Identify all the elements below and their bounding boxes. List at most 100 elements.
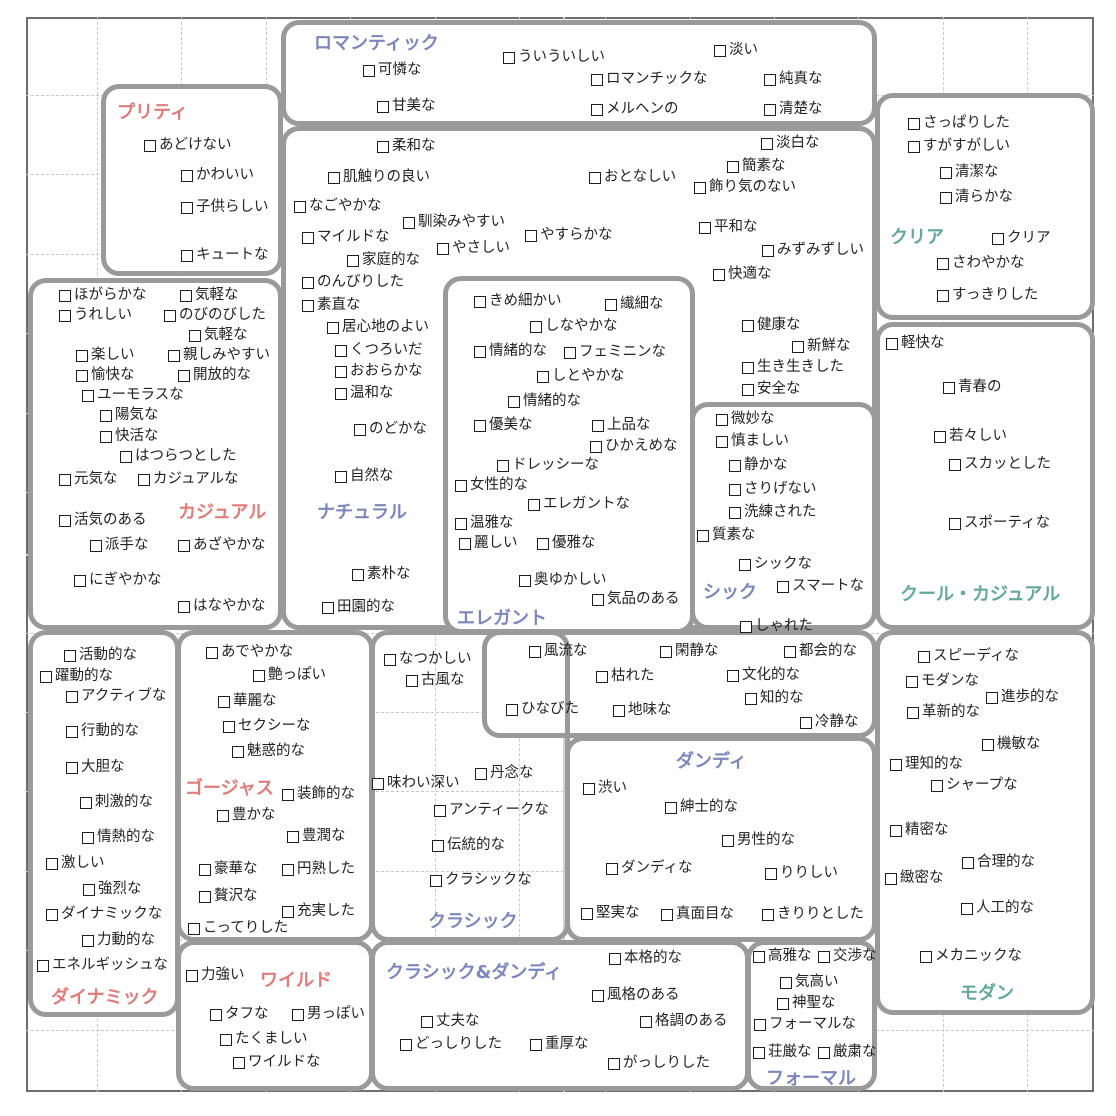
checkbox-icon[interactable] — [186, 969, 198, 982]
word-item[interactable]: 情緒的な — [474, 343, 547, 360]
checkbox-icon[interactable] — [525, 229, 537, 242]
word-item[interactable]: 楽しい — [76, 347, 135, 364]
checkbox-icon[interactable] — [753, 950, 765, 963]
checkbox-icon[interactable] — [83, 883, 95, 896]
checkbox-icon[interactable] — [564, 346, 576, 359]
checkbox-icon[interactable] — [223, 720, 235, 733]
checkbox-icon[interactable] — [76, 349, 88, 362]
checkbox-icon[interactable] — [178, 539, 190, 552]
checkbox-icon[interactable] — [328, 171, 340, 184]
checkbox-icon[interactable] — [384, 653, 396, 666]
word-item[interactable]: 優雅な — [537, 535, 596, 552]
checkbox-icon[interactable] — [986, 691, 998, 704]
word-item[interactable]: 精密な — [890, 822, 949, 839]
checkbox-icon[interactable] — [181, 169, 193, 182]
checkbox-icon[interactable] — [497, 459, 509, 472]
checkbox-icon[interactable] — [818, 950, 830, 963]
checkbox-icon[interactable] — [347, 254, 359, 267]
word-item[interactable]: 純真な — [764, 71, 823, 88]
checkbox-icon[interactable] — [818, 1046, 830, 1059]
word-item[interactable]: フェミニンな — [564, 344, 666, 361]
word-item[interactable]: 躍動的な — [40, 668, 113, 685]
word-item[interactable]: 人工的な — [961, 900, 1034, 917]
checkbox-icon[interactable] — [890, 758, 902, 771]
checkbox-icon[interactable] — [764, 103, 776, 116]
word-item[interactable]: やすらかな — [525, 227, 613, 244]
checkbox-icon[interactable] — [753, 1046, 765, 1059]
word-item[interactable]: 激しい — [46, 855, 105, 872]
checkbox-icon[interactable] — [605, 298, 617, 311]
word-item[interactable]: 冷静な — [800, 714, 859, 731]
checkbox-icon[interactable] — [40, 670, 52, 683]
checkbox-icon[interactable] — [233, 1056, 245, 1069]
word-item[interactable]: 甘美な — [377, 98, 436, 115]
word-item[interactable]: 厳粛な — [818, 1044, 877, 1061]
word-item[interactable]: 温和な — [335, 385, 394, 402]
word-item[interactable]: 家庭的な — [347, 252, 420, 269]
word-item[interactable]: のんびりした — [302, 274, 404, 291]
checkbox-icon[interactable] — [506, 703, 518, 716]
checkbox-icon[interactable] — [459, 537, 471, 550]
word-item[interactable]: ドレッシーな — [497, 457, 599, 474]
checkbox-icon[interactable] — [745, 692, 757, 705]
checkbox-icon[interactable] — [100, 409, 112, 422]
checkbox-icon[interactable] — [660, 645, 672, 658]
word-item[interactable]: 豊潤な — [287, 828, 346, 845]
word-item[interactable]: カジュアルな — [138, 471, 239, 488]
word-item[interactable]: 奥ゆかしい — [519, 572, 607, 589]
checkbox-icon[interactable] — [66, 761, 78, 774]
word-item[interactable]: 清らかな — [940, 189, 1013, 206]
word-item[interactable]: 女性的な — [455, 477, 528, 494]
word-item[interactable]: アクティブな — [66, 688, 166, 705]
checkbox-icon[interactable] — [474, 419, 486, 432]
word-item[interactable]: くつろいだ — [335, 342, 423, 359]
checkbox-icon[interactable] — [180, 289, 192, 302]
checkbox-icon[interactable] — [508, 395, 520, 408]
word-item[interactable]: 素直な — [302, 297, 361, 314]
checkbox-icon[interactable] — [168, 349, 180, 362]
checkbox-icon[interactable] — [37, 959, 49, 972]
checkbox-icon[interactable] — [949, 517, 961, 530]
word-item[interactable]: すがすがしい — [908, 138, 1010, 155]
word-item[interactable]: 簡素な — [727, 158, 786, 175]
word-item[interactable]: 気高い — [780, 974, 839, 991]
word-item[interactable]: さわやかな — [937, 255, 1025, 272]
word-item[interactable]: 快活な — [100, 428, 159, 445]
checkbox-icon[interactable] — [940, 191, 952, 204]
checkbox-icon[interactable] — [530, 320, 542, 333]
checkbox-icon[interactable] — [537, 537, 549, 550]
word-item[interactable]: セクシーな — [223, 718, 311, 735]
word-item[interactable]: 気軽な — [180, 287, 239, 304]
word-item[interactable]: タフな — [210, 1006, 269, 1023]
checkbox-icon[interactable] — [206, 646, 218, 659]
checkbox-icon[interactable] — [727, 160, 739, 173]
checkbox-icon[interactable] — [421, 1015, 433, 1028]
checkbox-icon[interactable] — [403, 216, 415, 229]
word-item[interactable]: 馴染みやすい — [403, 214, 505, 231]
word-item[interactable]: あでやかな — [206, 644, 293, 661]
checkbox-icon[interactable] — [613, 704, 625, 717]
word-item[interactable]: 大胆な — [66, 759, 125, 776]
checkbox-icon[interactable] — [503, 51, 515, 64]
word-item[interactable]: 刺激的な — [80, 794, 153, 811]
word-item[interactable]: 紳士的な — [665, 799, 738, 816]
word-item[interactable]: おとなしい — [589, 169, 676, 186]
word-item[interactable]: なごやかな — [294, 198, 382, 215]
checkbox-icon[interactable] — [740, 620, 752, 633]
word-item[interactable]: メカニックな — [920, 948, 1022, 965]
checkbox-icon[interactable] — [890, 824, 902, 837]
checkbox-icon[interactable] — [716, 413, 728, 426]
checkbox-icon[interactable] — [761, 137, 773, 150]
word-item[interactable]: 新鮮な — [792, 338, 851, 355]
word-item[interactable]: こってりした — [188, 920, 288, 937]
word-item[interactable]: にぎやかな — [74, 572, 162, 589]
checkbox-icon[interactable] — [906, 675, 918, 688]
checkbox-icon[interactable] — [714, 44, 726, 57]
word-item[interactable]: たくましい — [220, 1031, 308, 1048]
checkbox-icon[interactable] — [100, 430, 112, 443]
word-item[interactable]: スピーディな — [918, 648, 1019, 665]
checkbox-icon[interactable] — [189, 329, 201, 342]
word-item[interactable]: 豊かな — [217, 807, 276, 824]
word-item[interactable]: 神聖な — [777, 995, 836, 1012]
word-item[interactable]: スマートな — [777, 578, 864, 595]
